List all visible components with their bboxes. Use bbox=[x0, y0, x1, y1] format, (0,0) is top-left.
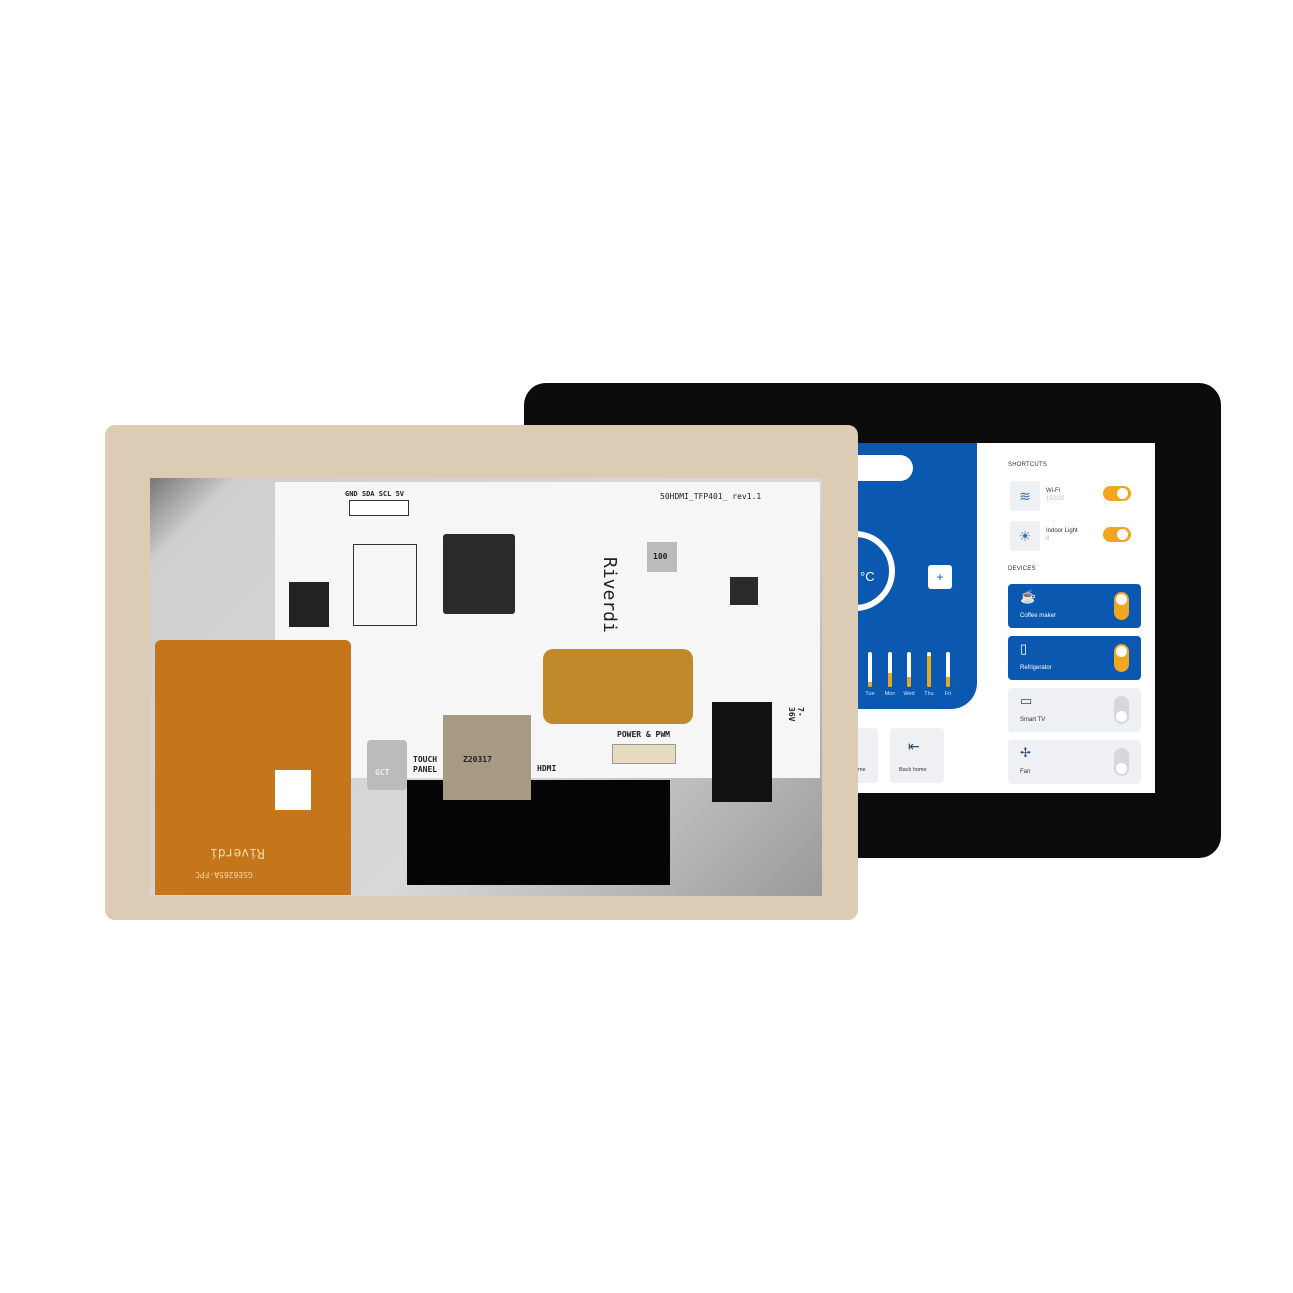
i2c-header-label: GND SDA SCL 5V bbox=[345, 490, 405, 498]
hdmi-port[interactable]: Z20317 bbox=[443, 715, 531, 800]
controller-pcb: GND SDA SCL 5V 50HDMI_TFP401_ rev1.1 Riv… bbox=[275, 482, 820, 802]
chip-outline bbox=[353, 544, 417, 626]
fpc-label: GSE6265A-FPC bbox=[195, 870, 253, 879]
shortcut-label: Indoor Light bbox=[1046, 528, 1078, 534]
day-bar bbox=[907, 652, 911, 687]
touch-screen[interactable]: °C + Tue Mon Wed Thu Fri ome ⇤ Back home… bbox=[855, 443, 1155, 793]
device-toggle[interactable] bbox=[1114, 696, 1129, 724]
power-connector bbox=[612, 744, 676, 764]
increase-temp-button[interactable]: + bbox=[928, 565, 952, 589]
day-label: Mon bbox=[884, 691, 896, 697]
devices-heading: DEVICES bbox=[1008, 566, 1036, 572]
hdmi-label: HDMI bbox=[537, 764, 557, 773]
temperature-unit: °C bbox=[860, 569, 875, 584]
indoor-light-toggle[interactable] bbox=[1103, 527, 1131, 542]
device-smart-tv[interactable]: ▭ Smart TV bbox=[1008, 688, 1141, 732]
shortcut-value: 150/20 bbox=[1046, 496, 1065, 502]
quick-button-home[interactable]: ome bbox=[855, 728, 878, 783]
qr-label bbox=[275, 770, 311, 810]
quick-button-back-home[interactable]: ⇤ Back home bbox=[890, 728, 944, 783]
fpc-brand: Riverdi bbox=[210, 845, 265, 860]
touch-fpc: GSE6265A-FPC Riverdi bbox=[155, 640, 351, 895]
device-fan[interactable]: ✢ Fan bbox=[1008, 740, 1141, 784]
shortcut-value: 8 bbox=[1046, 536, 1050, 542]
device-toggle[interactable] bbox=[1114, 748, 1129, 776]
refrigerator-icon: ▯ bbox=[1020, 641, 1028, 656]
device-label: Smart TV bbox=[1020, 717, 1046, 723]
day-bar bbox=[927, 652, 931, 687]
touch-panel-label: TOUCH PANEL bbox=[413, 755, 438, 774]
device-label: Fan bbox=[1020, 769, 1031, 775]
inductor: 100 bbox=[647, 542, 677, 572]
regulator-chip bbox=[730, 577, 758, 605]
voltage-label: 7-36V bbox=[787, 707, 805, 722]
door-enter-icon: ⇤ bbox=[908, 738, 920, 754]
touch-connector bbox=[289, 582, 329, 627]
device-label: Refrigerator bbox=[1020, 665, 1052, 671]
shortcuts-heading: SHORTCUTS bbox=[1008, 462, 1048, 468]
device-coffee-maker[interactable]: ☕ Coffee maker bbox=[1008, 584, 1141, 628]
i2c-header bbox=[349, 500, 409, 516]
tv-icon: ▭ bbox=[1020, 693, 1033, 708]
dc-power-jack[interactable] bbox=[712, 702, 772, 802]
wifi-toggle[interactable] bbox=[1103, 486, 1131, 501]
fan-icon: ✢ bbox=[1020, 745, 1031, 760]
day-bar bbox=[946, 652, 950, 687]
processor-chip bbox=[443, 534, 515, 614]
usb-c-port[interactable]: GCT bbox=[367, 740, 407, 790]
day-bar bbox=[868, 652, 872, 687]
usb-label: GCT bbox=[375, 768, 390, 777]
power-pwm-label: POWER & PWM bbox=[617, 730, 670, 739]
device-toggle[interactable] bbox=[1114, 592, 1129, 620]
thermostat-panel: °C + Tue Mon Wed Thu Fri bbox=[855, 443, 977, 709]
device-label: Coffee maker bbox=[1020, 613, 1056, 619]
shortcut-label: Wi-Fi bbox=[1046, 488, 1060, 494]
day-label: Wed bbox=[903, 691, 915, 697]
day-label: Fri bbox=[944, 691, 952, 697]
coffee-maker-icon: ☕ bbox=[1020, 589, 1037, 604]
hdmi-code: Z20317 bbox=[463, 755, 492, 764]
fpc-connector bbox=[543, 649, 693, 724]
inductor-label: 100 bbox=[653, 552, 668, 561]
day-bar bbox=[888, 652, 892, 687]
wifi-icon: ≋ bbox=[1010, 481, 1040, 511]
lightbulb-icon: ☀ bbox=[1010, 521, 1040, 551]
day-label: Thu bbox=[924, 691, 934, 697]
day-label: Tue bbox=[865, 691, 875, 697]
device-refrigerator[interactable]: ▯ Refrigerator bbox=[1008, 636, 1141, 680]
board-id: 50HDMI_TFP401_ rev1.1 bbox=[660, 492, 762, 501]
brand-logo: Riverdi bbox=[599, 557, 620, 633]
device-toggle[interactable] bbox=[1114, 644, 1129, 672]
search-pill[interactable] bbox=[855, 455, 913, 481]
